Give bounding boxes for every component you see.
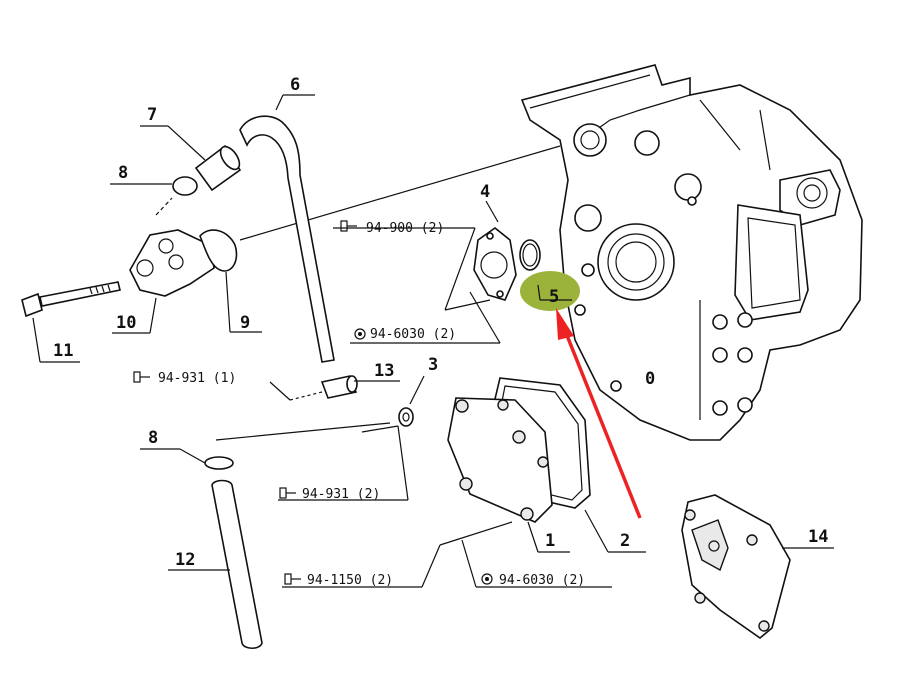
- leader-line: [444, 299, 491, 311]
- leader-line: [239, 145, 561, 241]
- leader-line: [409, 375, 425, 405]
- leader-line: [225, 271, 231, 333]
- leader-line: [537, 284, 541, 301]
- callout-0: 0: [645, 369, 655, 389]
- leader-line: [275, 94, 284, 111]
- washer-icon: [354, 328, 366, 340]
- callout-6: 6: [290, 75, 300, 95]
- hose-part-6: [239, 115, 335, 363]
- ref-94-900: 94-900 (2): [366, 221, 444, 236]
- fitting-part-13: [320, 375, 358, 399]
- washer-part-3: [398, 407, 414, 427]
- callout-2: 2: [620, 531, 630, 551]
- callout-13: 13: [374, 361, 394, 381]
- leader-line: [444, 227, 476, 311]
- red-arrow: [556, 308, 642, 519]
- bolt-icon: [340, 220, 357, 232]
- callout-11: 11: [53, 341, 73, 361]
- clamp-part-8: [172, 176, 198, 196]
- leader-line: [269, 381, 291, 401]
- callout-14: 14: [808, 527, 828, 547]
- leader-line: [149, 297, 157, 334]
- leader-line: [397, 425, 409, 501]
- callout-7: 7: [147, 105, 157, 125]
- axis-line: [215, 422, 391, 441]
- ref-94-6030-bottom: 94-6030 (2): [499, 573, 585, 588]
- flange-part-4: [473, 226, 517, 301]
- ref-94-931-1: 94-931 (1): [158, 371, 236, 386]
- leader-line: [461, 539, 477, 588]
- bolt-part-11: [21, 281, 121, 318]
- axis-line: [155, 197, 173, 216]
- pipe-part-12: [211, 479, 263, 650]
- thermostat-housing-part-10: [129, 229, 215, 297]
- gasket-part-9: [199, 229, 238, 272]
- leader-line: [167, 125, 206, 161]
- ref-94-1150: 94-1150 (2): [307, 573, 393, 588]
- callout-1: 1: [545, 531, 555, 551]
- callout-4: 4: [480, 182, 490, 202]
- leader-line: [421, 544, 441, 588]
- sleeve-part-7: [194, 144, 242, 192]
- leader-line: [179, 448, 206, 464]
- cover-plate-part-1: [447, 397, 553, 523]
- leader-line: [527, 521, 539, 553]
- axis-line: [289, 391, 323, 401]
- callout-5: 5: [549, 287, 559, 307]
- ref-94-6030-top: 94-6030 (2): [370, 327, 456, 342]
- highlight-marker: [520, 271, 580, 311]
- leader-line: [361, 425, 399, 433]
- callout-3: 3: [428, 355, 438, 375]
- bolt-icon: [133, 371, 150, 383]
- o-ring-inner: [522, 243, 538, 267]
- clamp-part-8-lower: [204, 456, 234, 470]
- washer-icon: [481, 573, 493, 585]
- leader-line: [584, 509, 609, 553]
- ref-94-931-2: 94-931 (2): [302, 487, 380, 502]
- leader-line: [469, 291, 501, 344]
- leader-line: [439, 521, 513, 546]
- bolt-icon: [279, 487, 296, 499]
- engine-front-cover: [520, 64, 863, 441]
- callout-8b: 8: [148, 428, 158, 448]
- callout-8a: 8: [118, 163, 128, 183]
- plate-part-14: [681, 494, 791, 640]
- leader-line: [485, 200, 499, 223]
- callout-9: 9: [240, 313, 250, 333]
- washer-inner: [402, 412, 410, 422]
- bolt-icon: [284, 573, 301, 585]
- callout-12: 12: [175, 550, 195, 570]
- leader-line: [32, 317, 41, 363]
- callout-10: 10: [116, 313, 136, 333]
